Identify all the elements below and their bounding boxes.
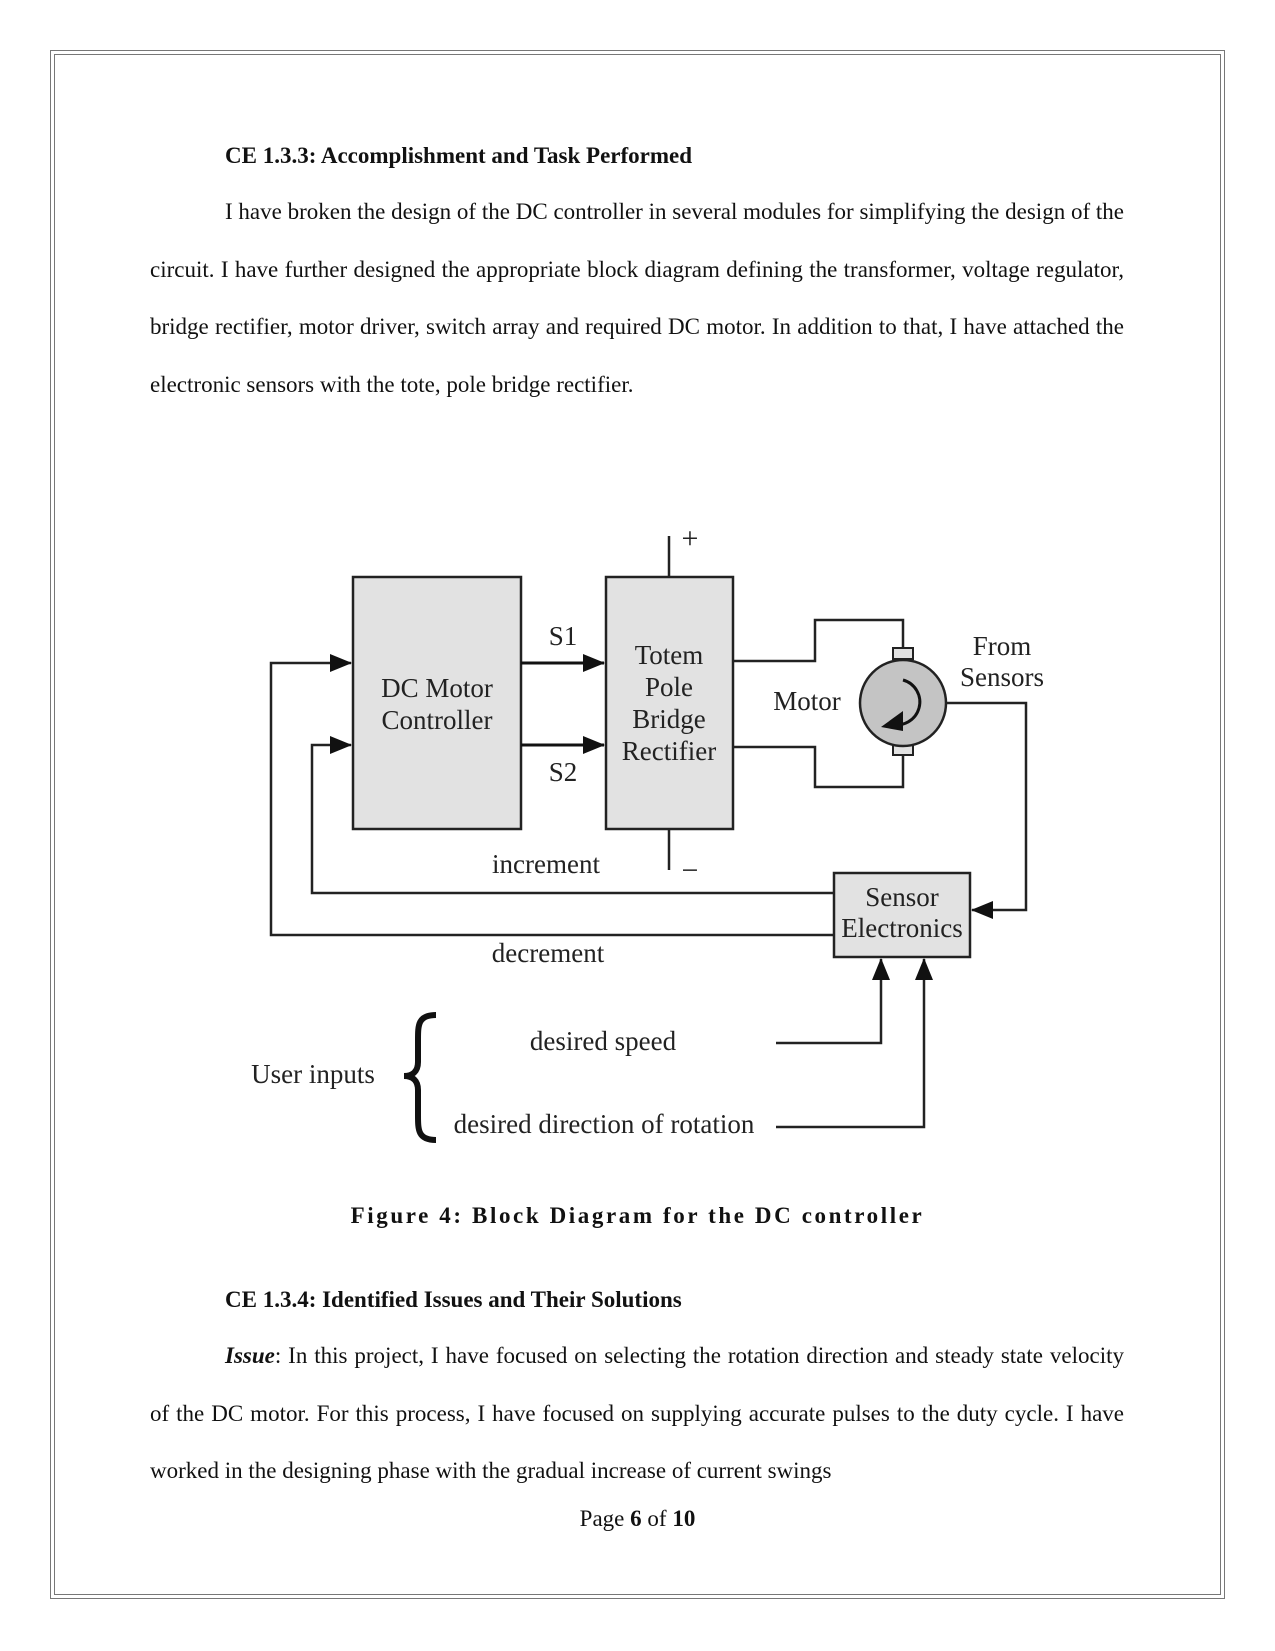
decrement-line bbox=[269, 654, 834, 937]
motor-wire-top bbox=[733, 618, 905, 663]
s2-label: S2 bbox=[549, 757, 578, 787]
page-footer: Page 6 of 10 bbox=[0, 1506, 1275, 1532]
page-border-outer bbox=[50, 50, 1225, 1599]
motor-rotation-arrowhead bbox=[881, 711, 903, 731]
issue-text: : In this project, I have focused on sel… bbox=[150, 1343, 1124, 1483]
footer-page-word: Page bbox=[579, 1506, 625, 1531]
motor-terminal-top bbox=[892, 647, 914, 660]
section-heading-issues: CE 1.3.4: Identified Issues and Their So… bbox=[225, 1287, 682, 1312]
rectifier-label-line4: Rectifier bbox=[622, 736, 716, 766]
desired-direction-label: desired direction of rotation bbox=[454, 1109, 755, 1139]
paragraph-accomplishment: I have broken the design of the DC contr… bbox=[150, 199, 1124, 397]
figure-caption: Figure 4: Block Diagram for the DC contr… bbox=[350, 1203, 925, 1228]
user-inputs-brace bbox=[403, 1012, 437, 1143]
user-inputs-label: User inputs bbox=[251, 1059, 375, 1089]
from-sensors-label-line1: From bbox=[973, 631, 1032, 661]
totem-pole-rectifier-block bbox=[604, 575, 735, 831]
motor-wire-bottom bbox=[733, 745, 905, 789]
paragraph-issue: Issue: In this project, I have focused o… bbox=[150, 1327, 1124, 1500]
footer-of-word: of bbox=[647, 1506, 667, 1531]
dc-motor-controller-block bbox=[351, 575, 523, 831]
section-heading-accomplishment: CE 1.3.3: Accomplishment and Task Perfor… bbox=[225, 143, 693, 168]
issue-label: Issue bbox=[225, 1343, 275, 1368]
controller-label-line2: Controller bbox=[382, 705, 493, 735]
sensor-label-line2: Electronics bbox=[841, 913, 962, 943]
motor-label: Motor bbox=[773, 686, 841, 716]
desired-speed-label: desired speed bbox=[530, 1026, 677, 1056]
plus-label: + bbox=[682, 522, 699, 555]
from-sensors-line bbox=[946, 701, 1028, 919]
sensor-electronics-block bbox=[832, 871, 972, 959]
increment-line bbox=[310, 736, 834, 895]
rectifier-label-line1: Totem bbox=[635, 640, 704, 670]
decrement-label: decrement bbox=[492, 938, 605, 968]
sensor-label-line1: Sensor bbox=[865, 882, 939, 912]
desired-speed-line bbox=[776, 958, 890, 1045]
footer-page-number: 6 bbox=[630, 1506, 642, 1531]
controller-label-line1: DC Motor bbox=[381, 673, 493, 703]
rectifier-label-line3: Bridge bbox=[632, 704, 706, 734]
desired-direction-line bbox=[776, 958, 933, 1129]
minus-label: − bbox=[682, 854, 699, 887]
s1-label: S1 bbox=[549, 621, 578, 651]
increment-label: increment bbox=[492, 849, 600, 879]
page-border-inner bbox=[54, 54, 1221, 1595]
footer-total-pages: 10 bbox=[672, 1506, 696, 1531]
rectifier-label-line2: Pole bbox=[645, 672, 693, 702]
motor-symbol bbox=[858, 658, 948, 748]
from-sensors-label-line2: Sensors bbox=[960, 662, 1044, 692]
